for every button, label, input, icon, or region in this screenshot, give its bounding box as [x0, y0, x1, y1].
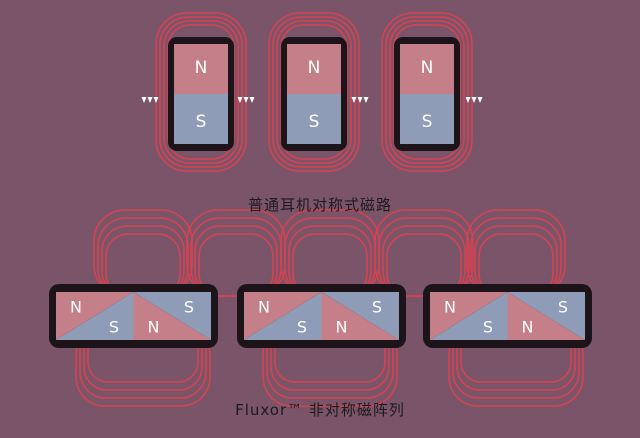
pole-label-bottom-1-2: N — [336, 318, 348, 337]
arrow-marker-1-2 — [249, 97, 255, 103]
field-loop-top-2-3 — [381, 12, 473, 172]
fluxor-array-caption: Fluxor™ 非对称磁阵列 — [235, 401, 405, 419]
north-pole-top-0 — [174, 44, 228, 94]
pole-label-bottom-2-3: S — [558, 298, 568, 317]
arrow-marker-3-2 — [477, 97, 483, 103]
arrow-marker-3-1 — [471, 97, 477, 103]
arrow-marker-0-1 — [147, 97, 153, 103]
north-pole-top-1 — [287, 44, 341, 94]
south-segment-right-0 — [133, 292, 211, 340]
south-pole-top-0 — [174, 94, 228, 144]
field-loop-top-1-3 — [268, 12, 360, 172]
pole-label-bottom-0-0: N — [70, 298, 82, 317]
north-label-top-2: N — [421, 58, 434, 78]
arrow-marker-2-0 — [351, 97, 357, 103]
field-loop-top-0-2 — [159, 16, 243, 168]
arrow-marker-3-0 — [465, 97, 471, 103]
pole-label-bottom-1-0: N — [258, 298, 270, 317]
south-segment-left-1 — [244, 292, 322, 340]
south-label-top-1: S — [309, 112, 320, 132]
south-segment-left-2 — [430, 292, 508, 340]
north-pole-top-2 — [400, 44, 454, 94]
pole-label-bottom-1-3: S — [372, 298, 382, 317]
field-loop-top-0-1 — [163, 20, 239, 164]
south-label-top-0: S — [196, 112, 207, 132]
arrow-marker-2-1 — [357, 97, 363, 103]
south-pole-top-1 — [287, 94, 341, 144]
south-segment-right-2 — [507, 292, 585, 340]
field-loop-top-0-3 — [155, 12, 247, 172]
south-label-top-2: S — [422, 112, 433, 132]
pole-label-bottom-2-1: S — [483, 318, 493, 337]
field-loop-top-2-1 — [389, 20, 465, 164]
south-segment-left-0 — [56, 292, 134, 340]
arrow-marker-0-2 — [153, 97, 159, 103]
arrow-marker-2-2 — [363, 97, 369, 103]
north-label-top-0: N — [195, 58, 208, 78]
south-segment-right-1 — [321, 292, 399, 340]
field-loop-top-2-2 — [385, 16, 469, 168]
field-loop-top-1-1 — [276, 20, 352, 164]
field-loop-top-1-2 — [272, 16, 356, 168]
north-label-top-1: N — [308, 58, 321, 78]
arrow-marker-0-0 — [141, 97, 147, 103]
symmetric-circuit-caption: 普通耳机对称式磁路 — [247, 196, 392, 214]
pole-label-bottom-1-1: S — [297, 318, 307, 337]
arrow-marker-1-0 — [237, 97, 243, 103]
pole-label-bottom-2-0: N — [444, 298, 456, 317]
pole-label-bottom-2-2: N — [522, 318, 534, 337]
south-pole-top-2 — [400, 94, 454, 144]
pole-label-bottom-0-1: S — [109, 318, 119, 337]
pole-label-bottom-0-2: N — [148, 318, 160, 337]
arrow-marker-1-1 — [243, 97, 249, 103]
pole-label-bottom-0-3: S — [184, 298, 194, 317]
field-direction-arrows — [141, 97, 483, 103]
